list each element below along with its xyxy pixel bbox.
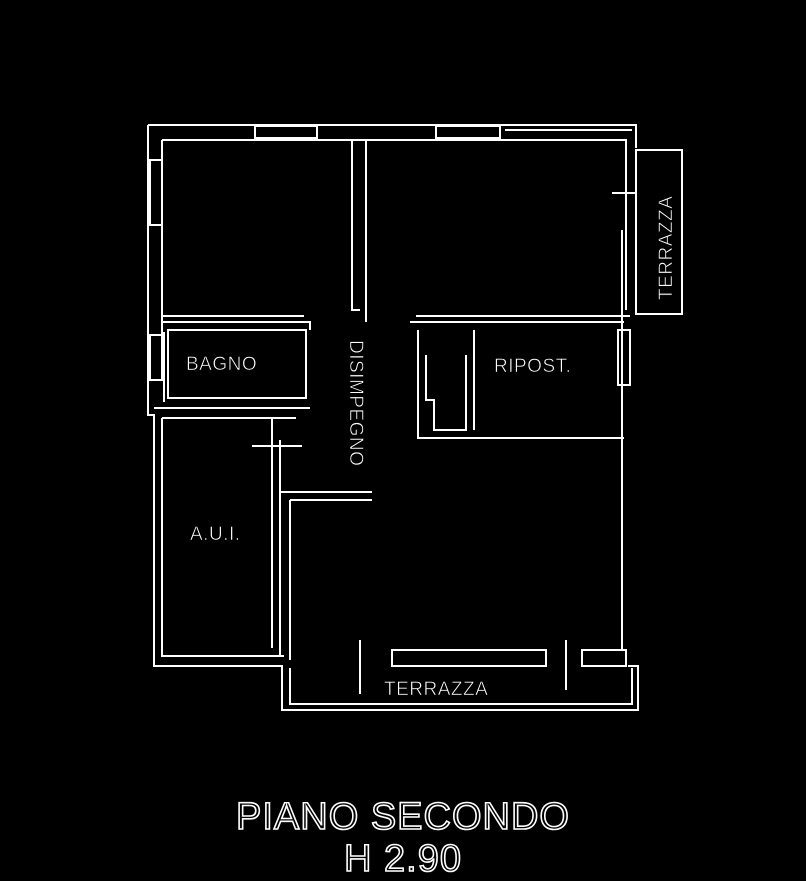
- wall: [410, 315, 630, 323]
- window: [149, 334, 163, 381]
- wall: [417, 330, 624, 439]
- terrace-frame: [289, 668, 633, 705]
- wall: [162, 315, 311, 330]
- wall: [351, 140, 367, 322]
- wall: [279, 440, 372, 660]
- window: [581, 649, 627, 667]
- plan-title: PIANO SECONDO: [235, 795, 570, 839]
- window: [617, 329, 631, 386]
- wall: [154, 407, 310, 419]
- terrace-frame: [635, 149, 683, 315]
- room-label-terrazza-right: TERRAZZA: [656, 196, 677, 300]
- outer-wall-inner: [161, 139, 627, 657]
- wall: [167, 329, 307, 399]
- window: [149, 159, 163, 226]
- room-label-disimpegno: DISIMPEGNO: [345, 340, 366, 466]
- room-label-bagno: BAGNO: [186, 354, 257, 375]
- room-label-terrazza-bottom: TERRAZZA: [384, 679, 488, 700]
- window: [435, 125, 501, 139]
- room-label-ripostiglio: RIPOST.: [494, 356, 571, 377]
- window: [391, 649, 547, 667]
- room-label-aui: A.U.I.: [190, 524, 241, 545]
- window: [254, 125, 318, 139]
- ceiling-height-label: H 2.90: [343, 837, 462, 881]
